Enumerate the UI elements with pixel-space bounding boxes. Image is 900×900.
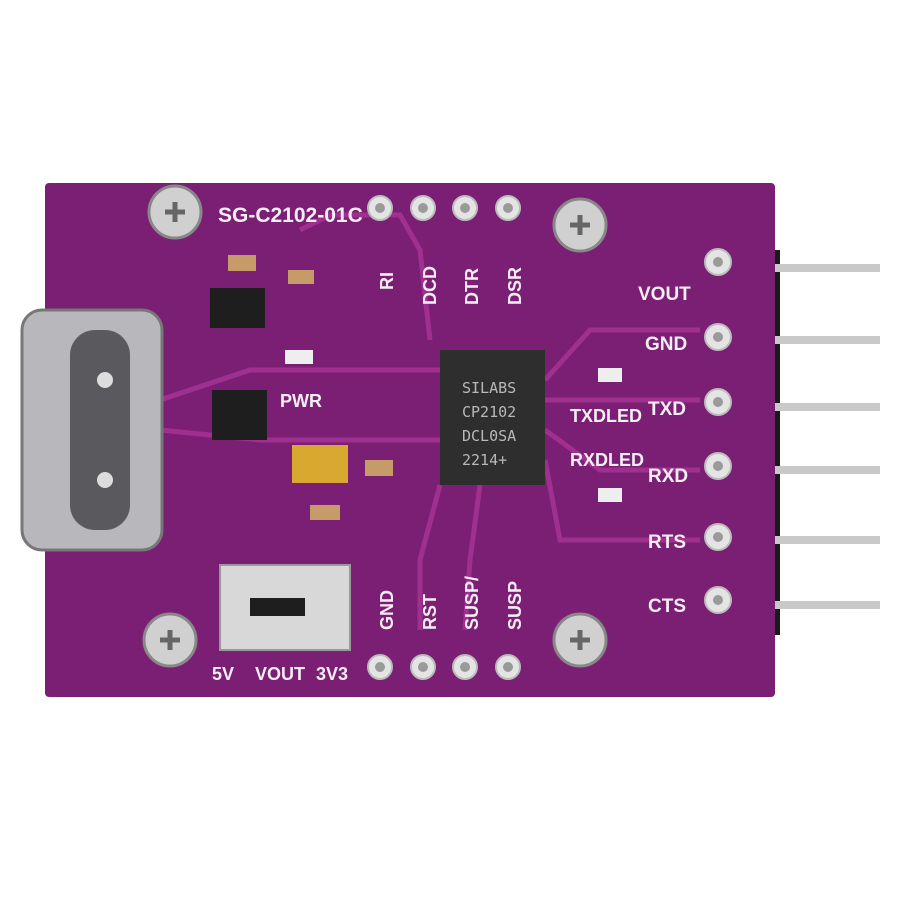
switch-label-vout: VOUT — [255, 664, 305, 684]
cp2102-chip: SILABS CP2102 DCL0SA 2214+ — [440, 350, 545, 485]
header-pin — [760, 264, 880, 272]
chip-line-2: CP2102 — [462, 403, 516, 421]
components — [210, 255, 622, 520]
pin-label-dcd: DCD — [420, 266, 440, 305]
txdled-label: TXDLED — [570, 406, 642, 426]
pin-label-dtr: DTR — [462, 268, 482, 305]
screw-icon — [147, 184, 203, 240]
pin-label-gnd: GND — [645, 334, 687, 355]
pin-label-vout: VOUT — [638, 284, 691, 305]
chip-line-3: DCL0SA — [462, 427, 516, 445]
header-pin — [760, 536, 880, 544]
pin-label-cts: CTS — [648, 596, 686, 617]
chip-line-4: 2214+ — [462, 451, 507, 469]
switch-label-3v3: 3V3 — [316, 664, 348, 684]
pin-label-rst: RST — [420, 594, 440, 630]
header-pin — [760, 336, 880, 344]
mounting-screws — [142, 184, 608, 668]
chip-line-1: SILABS — [462, 379, 516, 397]
usb-c-connector — [20, 308, 164, 552]
pin-label-rts: RTS — [648, 532, 686, 553]
screw-icon — [142, 612, 198, 668]
pin-label-ri: RI — [377, 272, 397, 290]
pwr-label: PWR — [280, 391, 322, 411]
pin-label-gnd-bottom: GND — [377, 590, 397, 630]
pin-label-susp: SUSP — [505, 581, 525, 630]
screw-icon — [552, 197, 608, 253]
pin-label-txd: TXD — [648, 399, 686, 420]
pin-label-dsr: DSR — [505, 267, 525, 305]
pin-label-rxd: RXD — [648, 466, 688, 487]
screw-icon — [552, 612, 608, 668]
header-pin — [760, 601, 880, 609]
header-pin — [760, 403, 880, 411]
pin-pads — [367, 195, 732, 680]
slide-switch — [219, 564, 351, 651]
board-model-label: SG-C2102-01C — [218, 204, 363, 227]
switch-label-5v: 5V — [212, 664, 234, 684]
header-pin — [760, 466, 880, 474]
rxdled-label: RXDLED — [570, 450, 644, 470]
pin-label-susp-bar: SUSP/ — [462, 576, 482, 630]
